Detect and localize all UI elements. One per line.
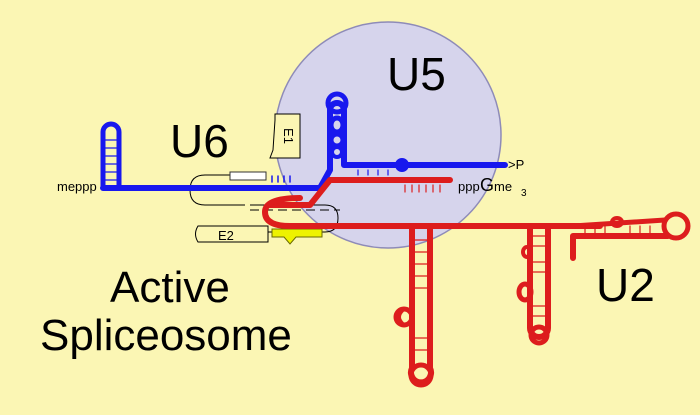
u2-label: U2 — [596, 259, 655, 311]
title-line-2: Spliceosome — [40, 311, 292, 360]
u2-strand — [262, 177, 691, 388]
u2-cap-ppp: ppp — [458, 179, 480, 194]
u6-pairing-box — [229, 171, 267, 181]
u5-label: U5 — [387, 48, 446, 100]
u2-cap-sub: 3 — [521, 188, 527, 199]
u6-strand — [100, 91, 508, 191]
exon-2-yellow-marker — [271, 228, 323, 245]
u2-cap-label: ppp G me 3 — [458, 175, 527, 199]
title-line-1: Active — [110, 263, 230, 312]
u6-end-label: >P — [508, 157, 524, 172]
u2-cap-me: me — [494, 179, 512, 194]
u2-cap-g: G — [480, 175, 494, 195]
u6-cap-label: meppp — [57, 179, 97, 194]
exon-2: E2 — [195, 225, 269, 243]
exon-1-label: E1 — [281, 128, 296, 144]
u6-label: U6 — [170, 115, 229, 167]
exon-1: E1 — [269, 113, 301, 159]
exon-2-label: E2 — [218, 228, 234, 243]
